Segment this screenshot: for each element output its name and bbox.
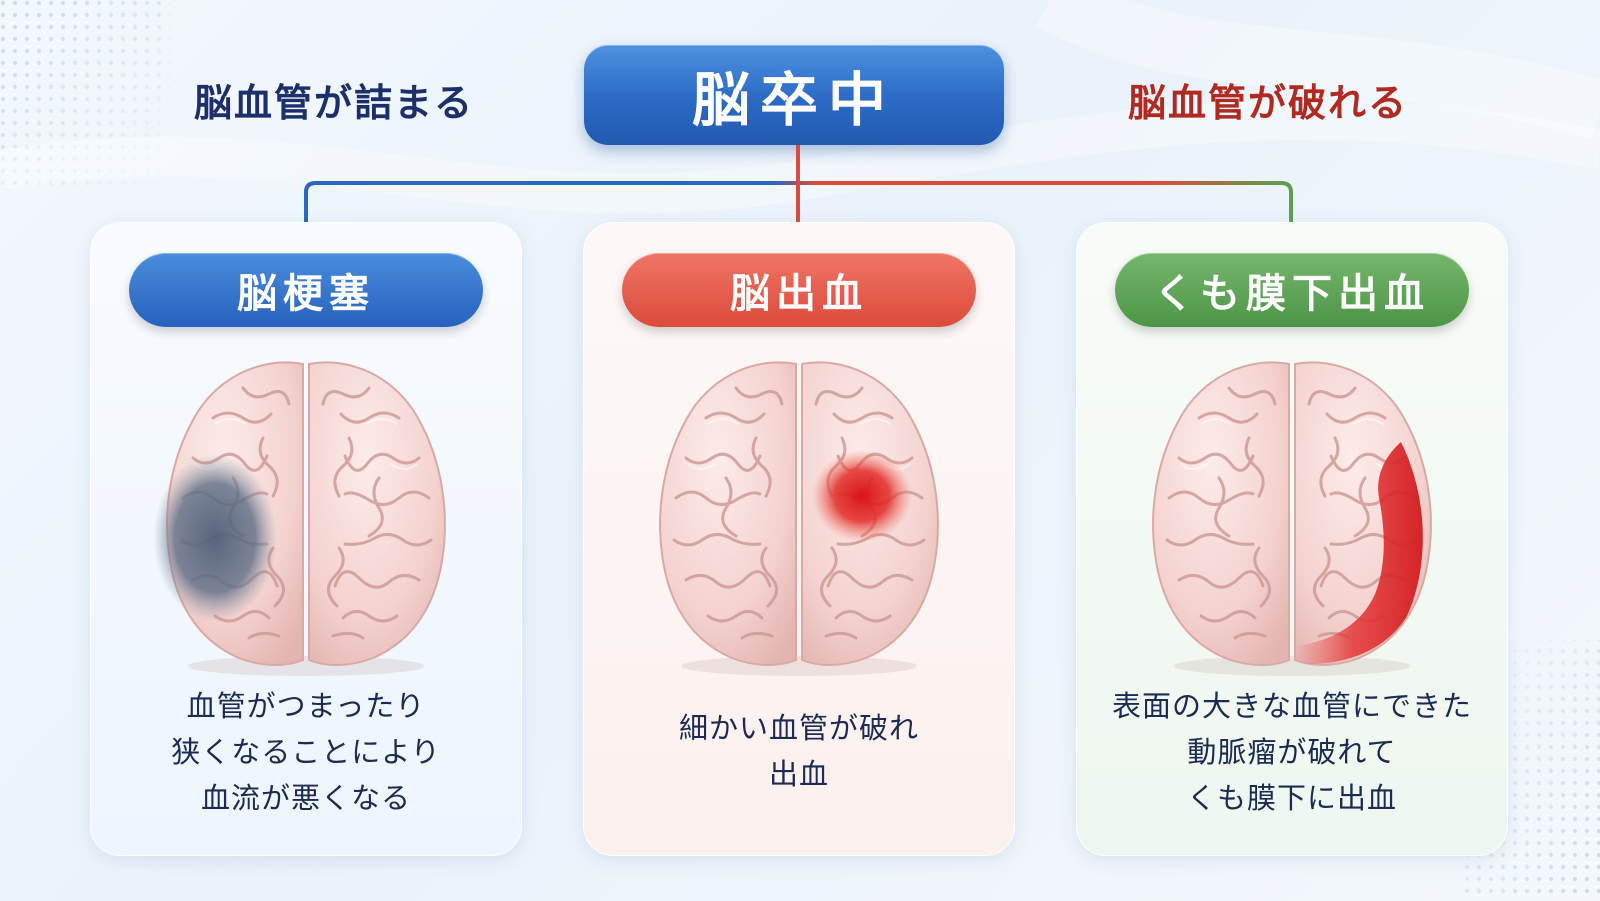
brain-illustration-subarachnoid [1151,360,1433,678]
subarachnoid-bleed-region [1295,442,1423,664]
blocked-vessel-label: 脳血管が詰まる [194,81,475,125]
card-cerebral-infarction: 脳梗塞 血管がつまったり 狭くなることにより 血流が悪くなる [90,222,522,856]
card-intracerebral-hemorrhage: 脳出血 細かい血管が破れ 出血 [583,222,1015,856]
infarction-region [153,454,277,622]
description-line: 細かい血管が破れ [678,711,919,745]
hemorrhage-spot [812,450,912,542]
ruptured-vessel-label: 脳血管が破れる [1128,81,1409,125]
stroke-title: 脳卒中 [584,45,1004,145]
subarachnoid-hemorrhage-badge: くも膜下出血 [1115,253,1469,327]
brain-illustration-infarction [153,360,447,678]
description-line: 出血 [768,757,829,791]
description-line: 血管がつまったり [186,689,426,723]
brain-illustration-hemorrhage [658,360,940,678]
description-line: 血流が悪くなる [200,781,411,815]
description-line: 狭くなることにより [171,735,441,769]
card-subarachnoid-hemorrhage: くも膜下出血 表面の大きな血管にできた 動脈瘤が破れて くも膜下に出血 [1076,222,1508,856]
description-line: 表面の大きな血管にできた [1111,689,1472,723]
cerebral-infarction-badge: 脳梗塞 [129,253,483,327]
intracerebral-hemorrhage-description: 細かい血管が破れ 出血 [584,705,1014,797]
cerebral-infarction-description: 血管がつまったり 狭くなることにより 血流が悪くなる [91,683,521,821]
description-line: くも膜下に出血 [1186,781,1397,815]
description-line: 動脈瘤が破れて [1187,735,1397,769]
intracerebral-hemorrhage-badge: 脳出血 [622,253,976,327]
subarachnoid-hemorrhage-description: 表面の大きな血管にできた 動脈瘤が破れて くも膜下に出血 [1077,683,1507,821]
